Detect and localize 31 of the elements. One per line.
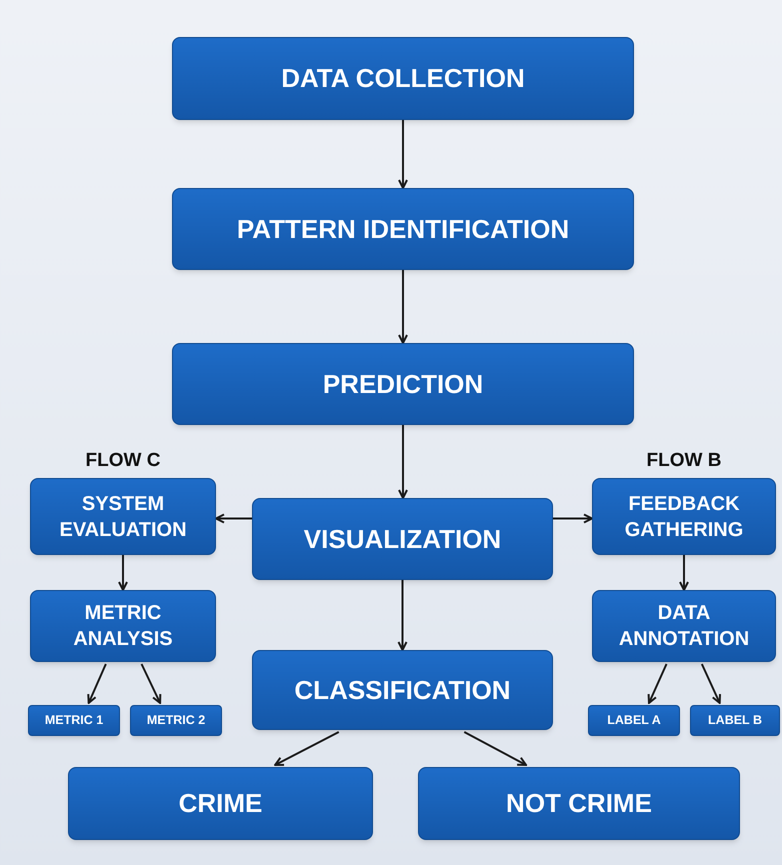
arrow: [274, 731, 340, 766]
process-box: DATA ANNOTATION: [592, 590, 776, 662]
process-box: SYSTEM EVALUATION: [30, 478, 216, 555]
arrow: [679, 555, 689, 591]
arrow: [398, 425, 408, 499]
arrow: [398, 270, 408, 344]
process-box: METRIC ANALYSIS: [30, 590, 216, 662]
arrow: [215, 514, 252, 524]
arrow: [118, 555, 128, 591]
arrow: [648, 664, 668, 704]
process-box: PATTERN IDENTIFICATION: [172, 188, 634, 270]
process-box: DATA COLLECTION: [172, 37, 634, 120]
flow-heading: FLOW C: [86, 449, 160, 473]
arrow: [553, 514, 593, 524]
process-box: NOT CRIME: [418, 767, 740, 840]
process-box: LABEL A: [588, 705, 680, 736]
process-box: CRIME: [68, 767, 373, 840]
arrow: [700, 664, 721, 704]
arrow: [140, 664, 162, 704]
process-box: FEEDBACK GATHERING: [592, 478, 776, 555]
flow-heading: FLOW B: [646, 449, 722, 473]
arrow: [87, 664, 107, 704]
arrow: [398, 120, 408, 189]
process-box: PREDICTION: [172, 343, 634, 425]
arrow: [398, 580, 408, 651]
process-box: VISUALIZATION: [252, 498, 553, 580]
process-box: METRIC 2: [130, 705, 222, 736]
process-box: LABEL B: [690, 705, 780, 736]
arrow: [464, 731, 528, 766]
process-box: CLASSIFICATION: [252, 650, 553, 730]
process-box: METRIC 1: [28, 705, 120, 736]
